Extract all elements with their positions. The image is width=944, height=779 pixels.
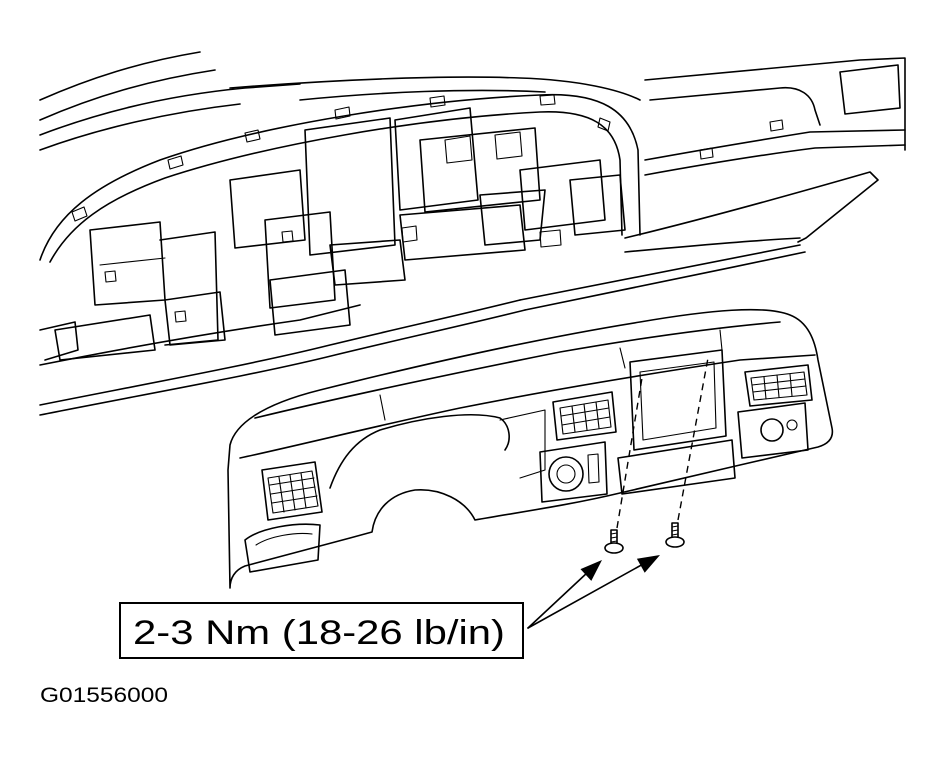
screw-1-alignment-line xyxy=(616,377,643,529)
screw-2-alignment-line xyxy=(677,357,709,521)
left-air-vent xyxy=(261,461,323,521)
glove-box-panel xyxy=(624,57,906,253)
right-air-vent xyxy=(744,364,813,407)
left-storage-pocket xyxy=(244,523,321,573)
torque-callout-box: 2-3 Nm (18-26 lb/in) xyxy=(119,602,524,659)
figure-id: G01556000 xyxy=(40,684,168,707)
left-structure xyxy=(54,169,351,361)
center-air-vent xyxy=(552,391,617,441)
callout-arrow-screw-2 xyxy=(527,555,660,629)
cluster-housing-structure xyxy=(304,107,626,286)
torque-spec-label: 2-3 Nm (18-26 lb/in) xyxy=(133,614,505,652)
dash-trim-panel xyxy=(227,308,834,589)
radio-opening xyxy=(629,349,727,451)
headlamp-switch-knob xyxy=(539,441,608,503)
windshield-edge xyxy=(39,51,301,151)
callout-arrow-screw-1 xyxy=(527,560,602,629)
screw-2 xyxy=(665,522,685,548)
lower-center-cubby xyxy=(617,439,736,495)
right-switch-panel xyxy=(737,402,809,459)
cowl-top xyxy=(229,76,641,101)
screw-1 xyxy=(604,529,624,554)
instrument-panel-opening xyxy=(39,93,641,263)
lower-dash-strip xyxy=(39,244,806,416)
